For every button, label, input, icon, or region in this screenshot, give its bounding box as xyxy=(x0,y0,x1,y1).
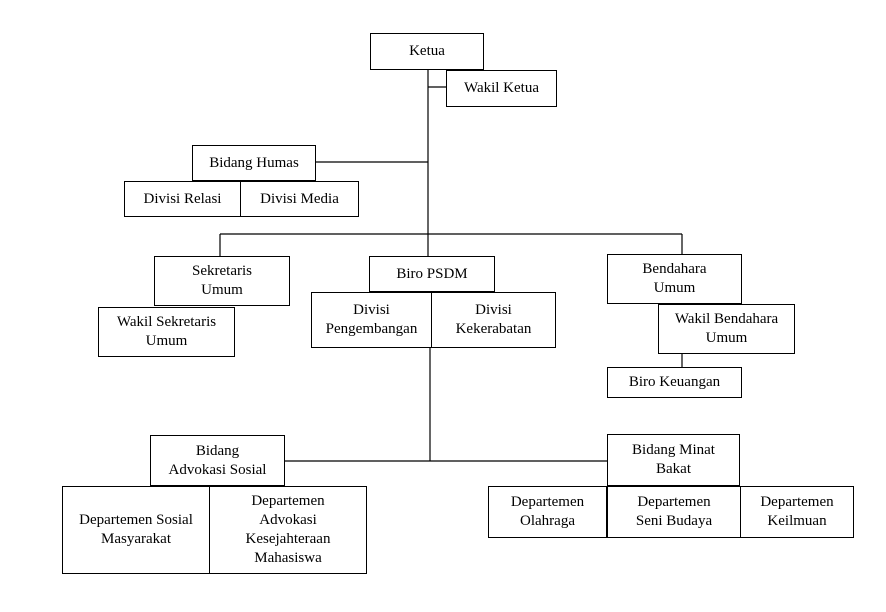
departemen-keilmuan-label-line1: Departemen xyxy=(760,494,834,510)
wakil-ketua-label: Wakil Ketua xyxy=(463,80,539,96)
divisi-media-box: Divisi Media xyxy=(240,181,359,217)
bidang-humas-box: Bidang Humas xyxy=(192,145,316,181)
divisi-relasi-label: Divisi Relasi xyxy=(143,190,222,207)
divisi-relasi-box: Divisi Relasi xyxy=(124,181,241,217)
divisi-kekerabatan-label-line1: Divisi xyxy=(475,302,512,318)
departemen-advokasi-kesejahteraan-label-line1: Departemen xyxy=(251,493,325,509)
departemen-sosial-masyarakat-box: Departemen Sosial Masyarakat xyxy=(62,486,210,574)
bidang-minat-bakat-label-line1: Bidang Minat xyxy=(632,442,715,458)
bidang-advokasi-sosial-box: Bidang Advokasi Sosial xyxy=(150,435,285,486)
departemen-seni-budaya-label-line2: Seni Budaya xyxy=(635,513,713,529)
bidang-advokasi-sosial-label-line1: Bidang xyxy=(195,442,240,459)
wakil-bendahara-umum-box: Wakil Bendahara Umum xyxy=(658,304,795,354)
bendahara-umum-label-line2: Umum xyxy=(653,280,696,296)
sekretaris-umum-box: Sekretaris Umum xyxy=(154,256,290,306)
wakil-bendahara-umum-label-line1: Wakil Bendahara xyxy=(674,311,779,327)
bendahara-umum-box: Bendahara Umum xyxy=(607,254,742,304)
departemen-keilmuan-box: Departemen Keilmuan xyxy=(740,486,854,538)
divisi-pengembangan-box: Divisi Pengembangan xyxy=(311,292,432,348)
departemen-keilmuan-label-line2: Keilmuan xyxy=(767,513,827,529)
divisi-kekerabatan-label-line2: Kekerabatan xyxy=(455,321,532,337)
bidang-minat-bakat-label-line2: Bakat xyxy=(656,461,691,477)
departemen-sosial-masyarakat-label-line1: Departemen Sosial xyxy=(79,512,193,528)
departemen-seni-budaya-label-line1: Departemen xyxy=(637,494,711,510)
wakil-sekretaris-umum-label-line1: Wakil Sekretaris xyxy=(116,314,217,330)
wakil-ketua-box: Wakil Ketua xyxy=(446,70,557,107)
wakil-sekretaris-umum-label-line2: Umum xyxy=(145,333,188,349)
ketua-box: Ketua xyxy=(370,33,484,70)
departemen-advokasi-kesejahteraan-label-line3: Kesejahteraan xyxy=(245,531,331,547)
biro-keuangan-box: Biro Keuangan xyxy=(607,367,742,398)
biro-keuangan-label: Biro Keuangan xyxy=(628,374,721,390)
sekretaris-umum-label-line2: Umum xyxy=(201,282,243,298)
wakil-bendahara-umum-label-line2: Umum xyxy=(705,330,748,346)
departemen-advokasi-kesejahteraan-box: Departemen Advokasi Kesejahteraan Mahasi… xyxy=(209,486,367,574)
bendahara-umum-label-line1: Bendahara xyxy=(642,261,707,277)
sekretaris-umum-label-line1: Sekretaris xyxy=(192,263,252,279)
divisi-pengembangan-label-line1: Divisi xyxy=(353,302,390,318)
departemen-advokasi-kesejahteraan-label-line2: Advokasi xyxy=(259,512,317,528)
departemen-olahraga-label-line2: Olahraga xyxy=(520,513,575,529)
biro-psdm-box: Biro PSDM xyxy=(369,256,495,292)
ketua-label: Ketua xyxy=(409,43,445,59)
divisi-pengembangan-label-line2: Pengembangan xyxy=(325,321,418,337)
departemen-olahraga-label-line1: Departemen xyxy=(510,494,585,510)
bidang-humas-label: Bidang Humas xyxy=(209,154,299,171)
divisi-media-label: Divisi Media xyxy=(260,190,339,207)
bidang-minat-bakat-box: Bidang Minat Bakat xyxy=(607,434,740,486)
departemen-olahraga-box: Departemen Olahraga xyxy=(488,486,607,538)
bidang-advokasi-sosial-label-line2: Advokasi Sosial xyxy=(168,461,267,478)
departemen-seni-budaya-box: Departemen Seni Budaya xyxy=(607,486,741,538)
departemen-advokasi-kesejahteraan-label-line4: Mahasiswa xyxy=(254,550,322,566)
divisi-kekerabatan-box: Divisi Kekerabatan xyxy=(431,292,556,348)
departemen-sosial-masyarakat-label-line2: Masyarakat xyxy=(101,531,171,547)
wakil-sekretaris-umum-box: Wakil Sekretaris Umum xyxy=(98,307,235,357)
biro-psdm-label: Biro PSDM xyxy=(396,265,468,282)
